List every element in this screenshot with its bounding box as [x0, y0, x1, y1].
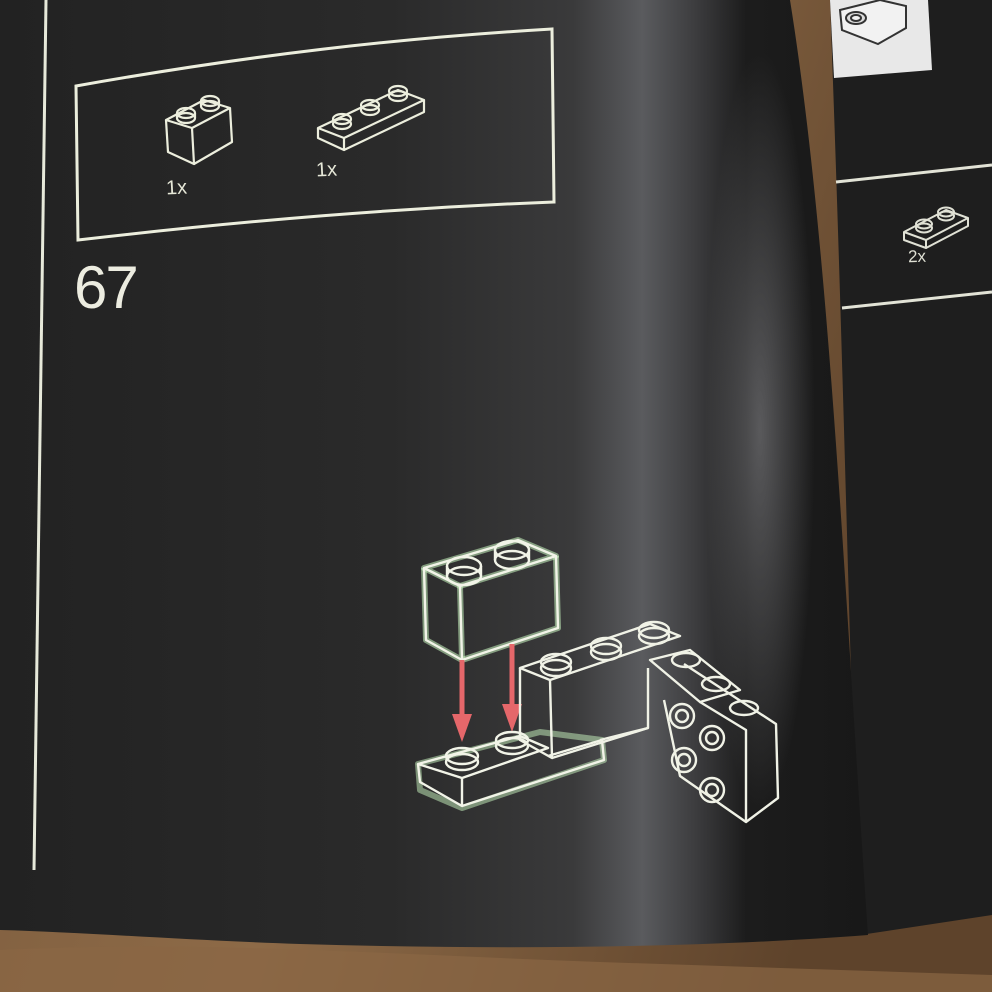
part-quantity-brick: 1x [165, 176, 188, 200]
placement-arrows [452, 644, 522, 742]
part-quantity-plate: 1x [315, 158, 338, 182]
existing-assembly [518, 620, 780, 824]
next-part-quantity: 2x [907, 246, 927, 267]
new-brick-highlight [421, 537, 561, 663]
plate-1x2-icon [903, 206, 969, 249]
wood-grain [0, 946, 992, 992]
brick-1x2-icon [164, 94, 234, 166]
callout-line-bottom [841, 290, 992, 310]
parts-callout-box [74, 27, 556, 242]
callout-line-top [835, 163, 992, 184]
next-page [820, 0, 992, 935]
step-number: 67 [74, 254, 139, 321]
page-glare [705, 50, 815, 810]
page-border-line [32, 0, 48, 871]
highlighted-plate [415, 729, 607, 811]
preview-brick-icon [838, 0, 907, 46]
left-page [0, 0, 868, 948]
plate-1x3-icon [316, 84, 426, 152]
